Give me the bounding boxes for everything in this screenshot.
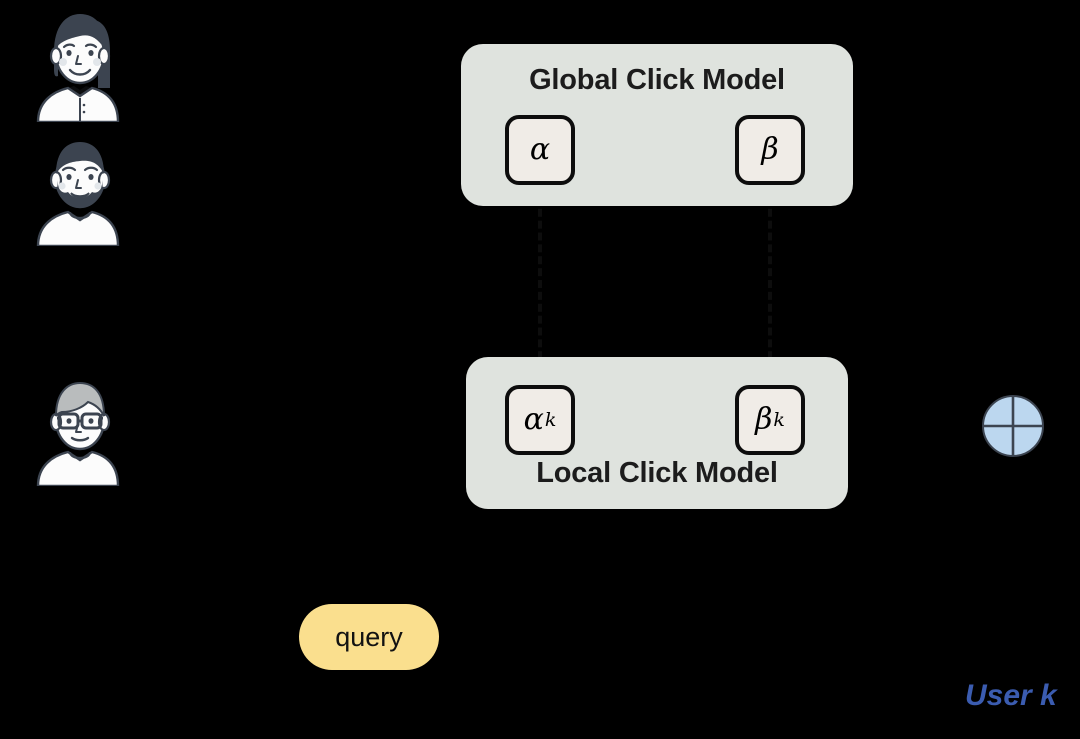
local-click-model-title: Local Click Model (536, 457, 778, 489)
local-beta-subscript: k (773, 408, 785, 431)
alpha-connector (538, 185, 542, 383)
global-click-model-title: Global Click Model (529, 64, 785, 96)
local-beta-symbol: β (755, 402, 773, 437)
user-k-label: User k (965, 679, 1057, 712)
query-node-label: query (335, 621, 403, 652)
avatar-user-2 (36, 130, 120, 248)
global-beta-param-box: β (735, 115, 805, 185)
local-alpha-symbol: α (523, 402, 544, 437)
global-beta-symbol: β (761, 132, 779, 167)
relevance-target-icon (981, 394, 1045, 458)
global-alpha-param-box: α (505, 115, 575, 185)
query-node: query (299, 604, 439, 670)
beta-connector (768, 185, 772, 383)
global-alpha-symbol: α (529, 132, 551, 167)
avatar-user-k (36, 370, 120, 488)
local-alpha-subscript: k (544, 408, 557, 431)
avatar-user-1 (36, 6, 120, 124)
